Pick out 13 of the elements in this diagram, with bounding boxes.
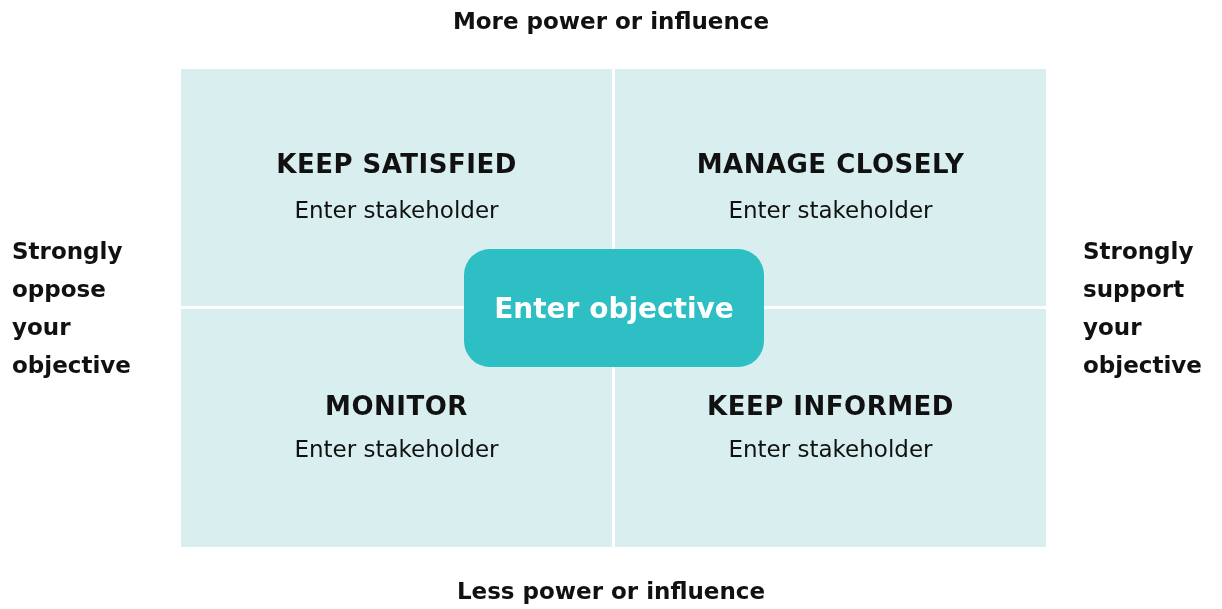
- stakeholder-text: Enter stakeholder: [728, 197, 933, 223]
- quadrant-heading: MONITOR: [325, 391, 468, 421]
- quadrant-heading: KEEP SATISFIED: [276, 149, 517, 179]
- stakeholder-text: Enter stakeholder: [728, 436, 933, 462]
- axis-label: Strongly support your objective: [1083, 237, 1203, 380]
- stakeholder-text: Enter stakeholder: [294, 436, 499, 462]
- axis-label: Strongly oppose your objective: [12, 237, 132, 380]
- stakeholder-text: Enter stakeholder: [294, 197, 499, 223]
- quadrant-heading: MANAGE CLOSELY: [696, 149, 965, 179]
- axis-label: Less power or influence: [456, 577, 766, 606]
- axis-label: More power or influence: [452, 7, 770, 36]
- objective-pill: Enter objective: [464, 249, 764, 367]
- quadrant-heading: KEEP INFORMED: [707, 391, 954, 421]
